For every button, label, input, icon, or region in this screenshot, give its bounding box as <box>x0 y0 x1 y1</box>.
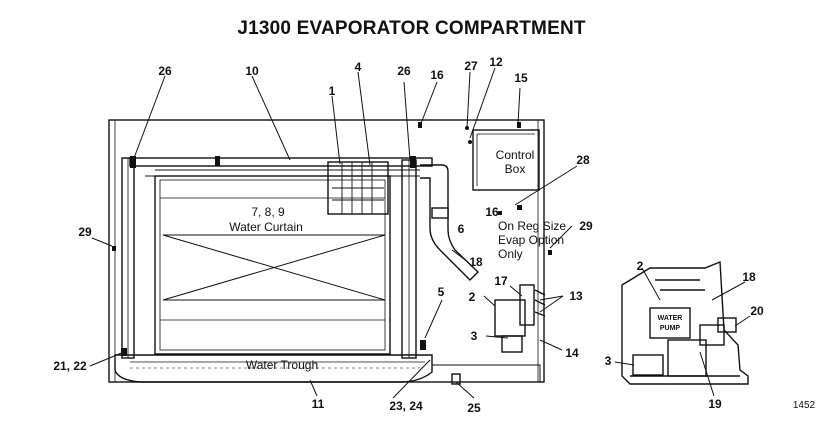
callout-12: 12 <box>489 55 503 69</box>
callout-20: 20 <box>750 304 764 318</box>
water-trough <box>114 354 433 383</box>
callout-6: 6 <box>458 222 465 236</box>
callout-11: 11 <box>312 397 325 411</box>
distributor-block <box>327 161 389 215</box>
callout-26-left: 26 <box>158 64 172 78</box>
water-tube-pipe <box>420 164 480 281</box>
callout-29-left: 29 <box>78 225 92 239</box>
callout-13: 13 <box>569 289 583 303</box>
water-pump-detail <box>649 307 691 339</box>
callout-15: 15 <box>514 71 528 85</box>
callout-26-right: 26 <box>397 64 411 78</box>
compartment-panel <box>108 119 545 383</box>
control-box-label-line1: Control <box>496 148 535 162</box>
callout-23-24: 23, 24 <box>389 399 423 413</box>
callout-16-top: 16 <box>430 68 444 82</box>
callout-25: 25 <box>467 401 481 415</box>
callout-5: 5 <box>438 285 445 299</box>
callout-28: 28 <box>576 153 590 167</box>
callout-3-main: 3 <box>471 329 478 343</box>
evap-option-label: Evap Option <box>498 233 564 247</box>
diagram-title: J1300 EVAPORATOR COMPARTMENT <box>237 18 586 39</box>
callout-17: 17 <box>494 274 508 288</box>
callout-27: 27 <box>464 59 478 73</box>
only-label: Only <box>498 247 523 261</box>
callout-18-main: 18 <box>469 255 483 269</box>
callout-10: 10 <box>245 64 259 78</box>
callout-2-main: 2 <box>469 290 476 304</box>
callout-21-22: 21, 22 <box>53 359 87 373</box>
pump-detail-housing <box>621 260 749 385</box>
callout-19: 19 <box>708 397 722 411</box>
control-box <box>472 129 540 191</box>
callout-1: 1 <box>329 84 336 98</box>
callout-2-detail: 2 <box>637 259 644 273</box>
water-pump-label-line2: PUMP <box>660 325 681 332</box>
on-reg-size-label: On Reg Size <box>498 219 566 233</box>
callout-14: 14 <box>565 346 579 360</box>
callout-3-detail: 3 <box>605 354 612 368</box>
callout-29-right: 29 <box>579 219 593 233</box>
water-curtain-frame <box>154 175 391 355</box>
figure-number: 1452 <box>793 400 816 411</box>
callout-16-bottom: 16 <box>485 205 499 219</box>
callout-4: 4 <box>355 60 362 74</box>
water-curtain-label: Water Curtain <box>229 220 303 234</box>
water-curtain-part-numbers: 7, 8, 9 <box>251 205 285 219</box>
control-box-label-line2: Box <box>505 162 526 176</box>
water-trough-label: Water Trough <box>246 358 318 372</box>
water-pump-label-line1: WATER <box>658 315 683 322</box>
callout-18-detail: 18 <box>742 270 756 284</box>
